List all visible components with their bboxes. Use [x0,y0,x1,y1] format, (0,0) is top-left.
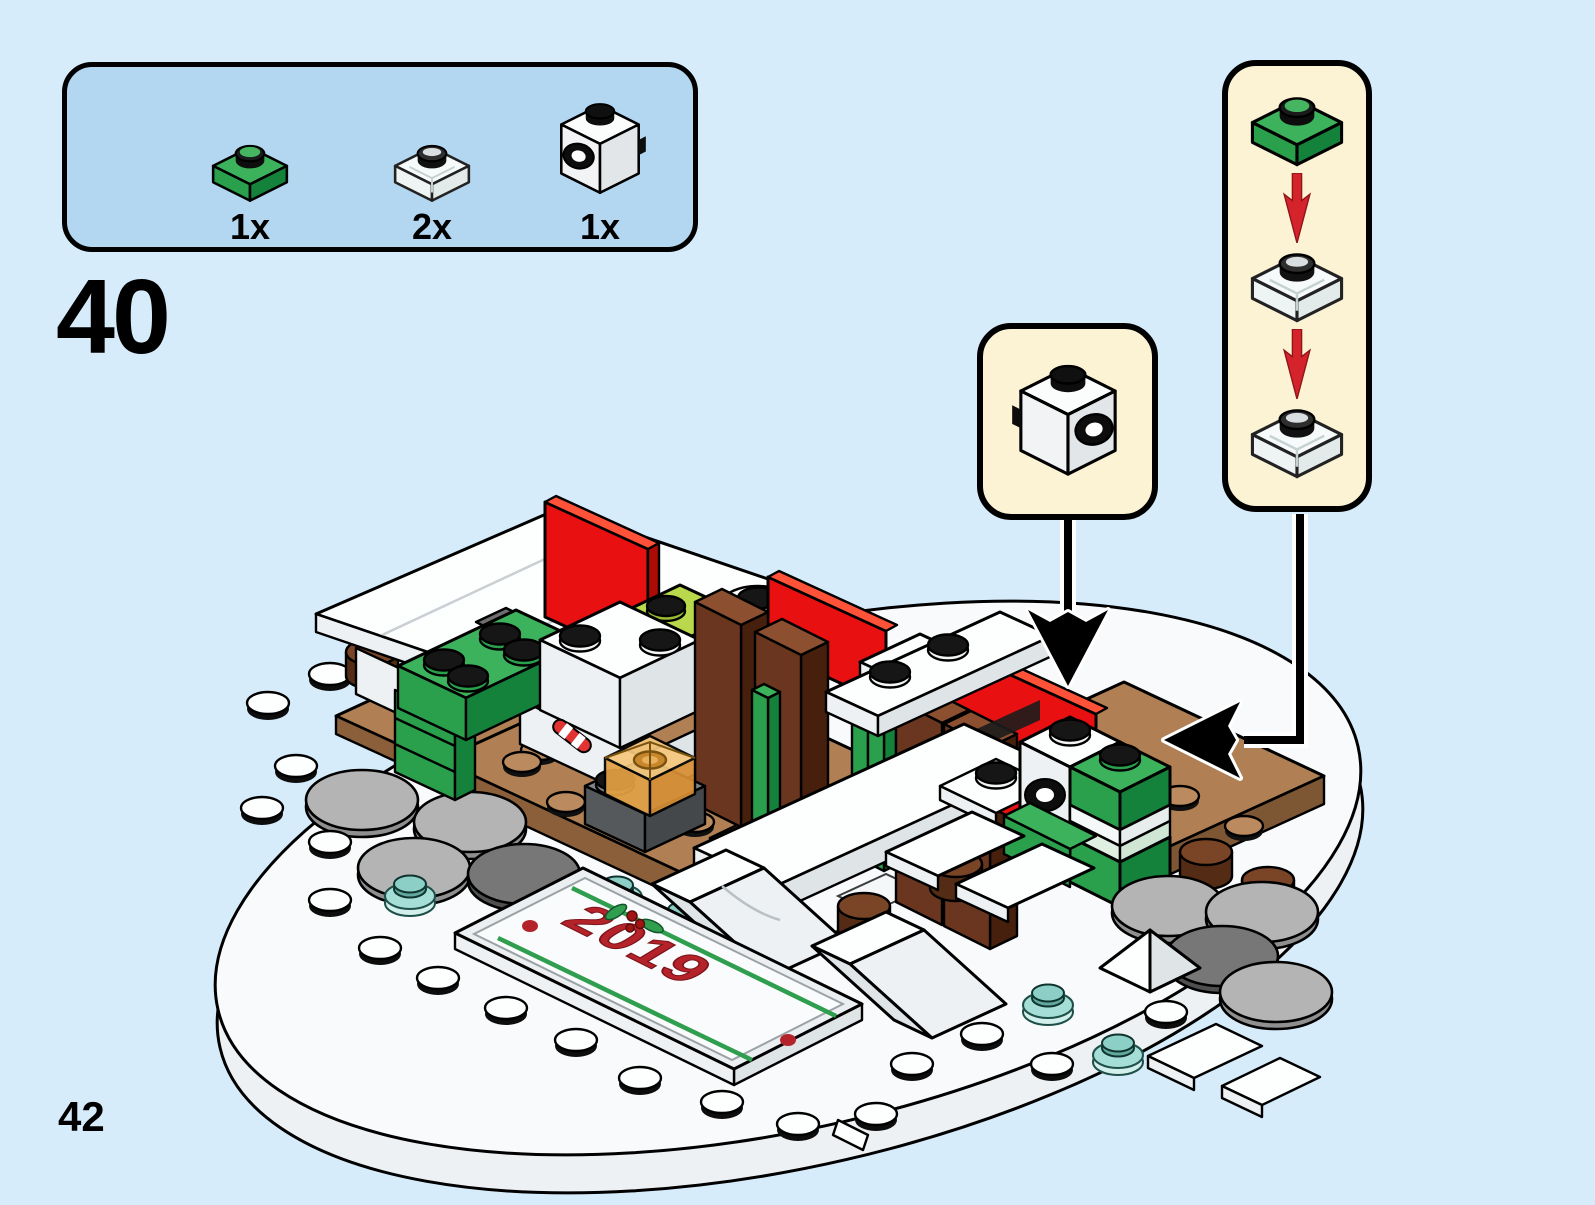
green-plate-icon [1250,97,1344,167]
green-brick-assembly [393,600,702,802]
part-item-headlight-brick: 1x [535,95,665,245]
red-down-arrow-icon [1282,173,1312,243]
holly-decoration [604,903,664,934]
part-item-trans-plate: 2x [367,95,497,245]
trans-plate-icon [1250,253,1344,323]
year-tile: 2019 [453,866,864,1087]
part-qty: 1x [229,206,271,247]
trans-plate-icon [393,144,471,202]
part-qty: 1x [579,206,621,247]
red-down-arrow-icon [1282,329,1312,399]
parts-callout-box: 1x 2x [62,62,698,252]
lantern-and-candy-cane [552,718,707,854]
corner-tower [938,715,1172,909]
headlight-brick-icon [560,103,646,195]
left-arrowhead [1161,699,1243,781]
part-qty: 2x [411,206,453,247]
stack-sequence-callout [1222,60,1372,512]
placement-arrows [1025,514,1308,781]
green-plate-icon [211,144,289,202]
trans-plate-icon [1250,409,1344,479]
down-arrowhead [1025,607,1111,689]
white-step-tiles [884,810,1096,924]
white-tiles-bottom-right [1146,1022,1322,1119]
step-number: 40 [56,258,171,376]
page-number: 42 [58,1093,105,1140]
part-item-green-plate: 1x [185,95,315,245]
side-stud-callout [977,323,1158,520]
white-top-bar [824,610,1054,738]
snow-slopes [650,848,1202,1040]
new-green-plate-stack [1068,740,1172,909]
headlight-brick-icon [1011,364,1117,476]
